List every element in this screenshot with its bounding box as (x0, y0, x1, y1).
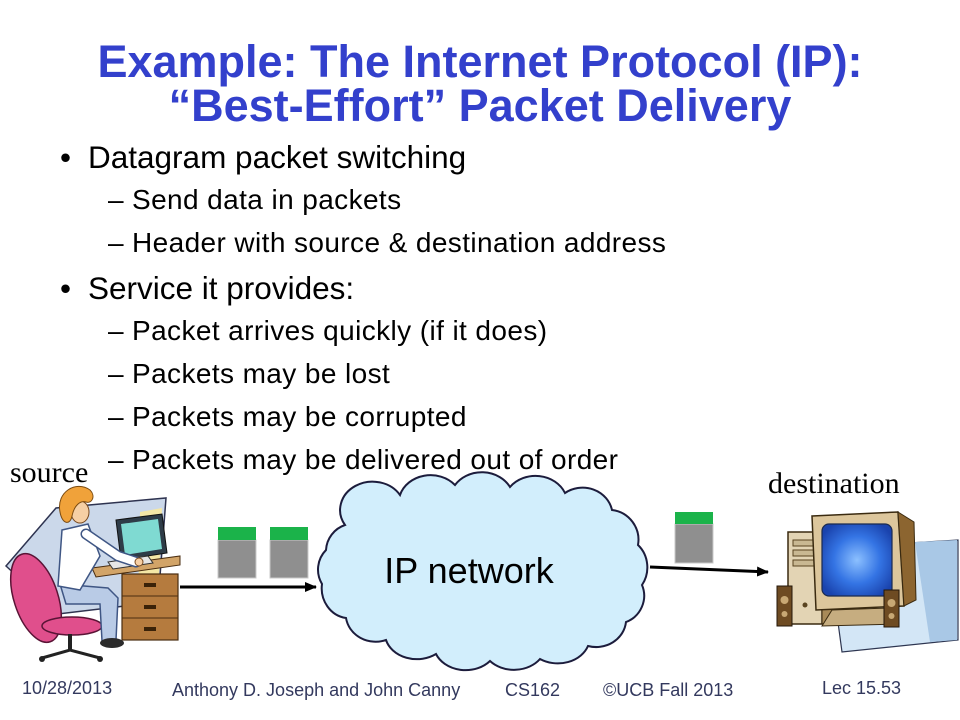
sub-bullet-marker: – (108, 401, 124, 432)
network-label: IP network (384, 550, 554, 591)
slide-title: Example: The Internet Protocol (IP): “Be… (0, 36, 960, 131)
chair-wheel (97, 656, 103, 662)
bullet-text: Service it provides: (88, 270, 355, 306)
right-speaker (883, 589, 900, 628)
sub-bullet-marker: – (108, 315, 124, 346)
speaker-cone (780, 596, 789, 604)
packet-icon (674, 512, 714, 564)
sub-bullet-marker: – (108, 184, 124, 215)
packet-icon (269, 527, 309, 579)
footer-copyright: ©UCB Fall 2013 (603, 680, 734, 700)
sub-bullet-text: Send data in packets (132, 184, 402, 215)
person-hair (59, 485, 94, 523)
title-line-1: Example: The Internet Protocol (IP): (97, 36, 863, 87)
source-label: source (10, 456, 88, 489)
bullet-list: • Datagram packet switching – Send data … (0, 136, 960, 481)
desktop-computer-icon (776, 511, 959, 653)
monitor-screen (821, 523, 893, 597)
destination-label: destination (768, 467, 900, 500)
bullet-marker: • (60, 139, 72, 175)
monitor-side (897, 511, 917, 607)
bullet-item: • Datagram packet switching (0, 136, 960, 178)
sub-bullet-item: – Packet arrives quickly (if it does) (0, 309, 960, 352)
sub-bullet-item: – Packets may be delivered out of order (0, 438, 960, 481)
person-arm (82, 530, 140, 566)
person-hand (134, 557, 144, 567)
left-speaker (776, 585, 793, 627)
speaker-cone (888, 613, 895, 619)
sub-bullet-marker: – (108, 444, 124, 475)
packet-payload (217, 539, 257, 579)
sub-bullet-item: – Packets may be lost (0, 352, 960, 395)
person-at-computer-icon (4, 485, 181, 662)
speaker-cone (781, 611, 788, 617)
bullet-marker: • (60, 270, 72, 306)
drawer-handle (144, 627, 156, 631)
backdrop-stripe (915, 540, 957, 642)
packet-header (675, 512, 713, 524)
drawer-handle (144, 605, 156, 609)
sub-bullet-text: Packets may be corrupted (132, 401, 467, 432)
sub-bullet-item: – Send data in packets (0, 178, 960, 221)
sub-bullet-item: – Packets may be corrupted (0, 395, 960, 438)
sub-bullet-text: Packets may be delivered out of order (132, 444, 619, 475)
footer-lecture-number: Lec 15.53 (822, 678, 902, 698)
footer-course: CS162 (505, 680, 561, 700)
packet-payload (674, 523, 714, 564)
bullet-item: • Service it provides: (0, 267, 960, 309)
title-line-2: “Best-Effort” Packet Delivery (168, 80, 792, 131)
packet-payload (269, 539, 309, 579)
power-button (802, 602, 808, 608)
speaker-cone (887, 599, 896, 607)
sub-bullet-text: Packets may be lost (132, 358, 391, 389)
sub-bullet-marker: – (108, 227, 124, 258)
chair-seat (41, 616, 103, 636)
sub-bullet-item: – Header with source & destination addre… (0, 221, 960, 264)
chair-base (41, 648, 101, 660)
person-shoe (100, 638, 124, 648)
arrow-right-icon (649, 565, 769, 577)
footer-authors: Anthony D. Joseph and John Canny (172, 680, 461, 700)
packet-header (218, 527, 256, 540)
packet-icon (217, 527, 257, 579)
monitor-screen (121, 519, 162, 555)
sub-bullet-marker: – (108, 358, 124, 389)
chair-wheel (39, 656, 45, 662)
packet-header (270, 527, 308, 540)
drawer-handle (144, 583, 156, 587)
sub-bullet-text: Packet arrives quickly (if it does) (132, 315, 548, 346)
footer-date: 10/28/2013 (22, 678, 113, 698)
ip-network-cloud (317, 471, 649, 672)
bullet-text: Datagram packet switching (88, 139, 467, 175)
sub-bullet-text: Header with source & destination address (132, 227, 667, 258)
